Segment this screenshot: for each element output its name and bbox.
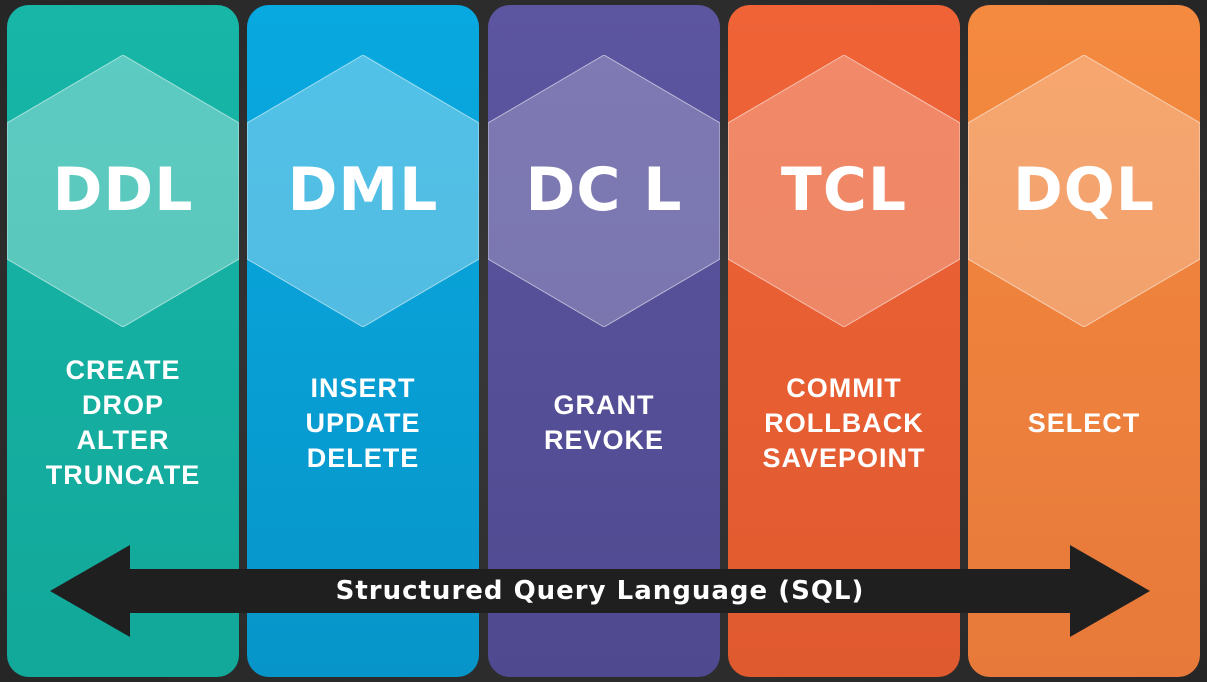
command-drop: DROP <box>81 390 164 420</box>
column-ddl: DDL CREATE DROP ALTER TRUNCATE <box>7 5 239 677</box>
command-grant: GRANT <box>553 390 655 420</box>
double-arrow-icon <box>50 545 1150 637</box>
command-list-ddl: CREATE DROP ALTER TRUNCATE <box>7 353 239 493</box>
command-update: UPDATE <box>305 408 421 438</box>
category-title-dml: DML <box>287 155 439 225</box>
command-list-dql: SELECT <box>968 406 1200 441</box>
command-savepoint: SAVEPOINT <box>762 443 926 473</box>
hexagon-dql <box>968 55 1200 327</box>
sql-banner-label: Structured Query Language (SQL) <box>335 576 865 606</box>
category-title-dql: DQL <box>1012 155 1156 225</box>
command-alter: ALTER <box>76 425 170 455</box>
command-select: SELECT <box>1027 408 1141 438</box>
sql-double-arrow: Structured Query Language (SQL) <box>50 545 1150 637</box>
column-tcl: TCL COMMIT ROLLBACK SAVEPOINT <box>728 5 960 677</box>
category-title-dcl: DC L <box>525 155 683 225</box>
hexagon-ddl <box>7 55 239 327</box>
hexagon-tcl <box>728 55 960 327</box>
category-title-ddl: DDL <box>52 155 194 225</box>
column-dcl: DC L GRANT REVOKE <box>488 5 720 677</box>
command-insert: INSERT <box>310 373 416 403</box>
command-create: CREATE <box>65 355 181 385</box>
command-truncate: TRUNCATE <box>45 460 201 490</box>
command-commit: COMMIT <box>786 373 902 403</box>
command-revoke: REVOKE <box>543 425 665 455</box>
column-dml: DML INSERT UPDATE DELETE <box>247 5 479 677</box>
hexagon-dcl <box>488 55 720 327</box>
hexagon-dml <box>247 55 479 327</box>
command-list-dml: INSERT UPDATE DELETE <box>247 371 479 476</box>
command-rollback: ROLLBACK <box>764 408 924 438</box>
command-delete: DELETE <box>306 443 420 473</box>
category-title-tcl: TCL <box>780 155 908 225</box>
command-list-dcl: GRANT REVOKE <box>488 388 720 458</box>
command-list-tcl: COMMIT ROLLBACK SAVEPOINT <box>728 371 960 476</box>
